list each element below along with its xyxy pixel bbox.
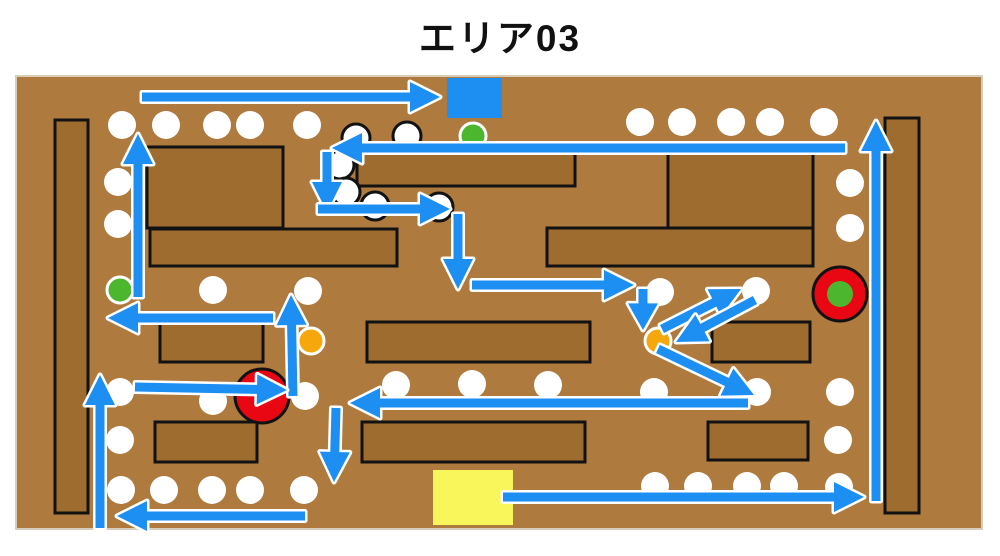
white-dot [824,426,852,454]
route-arrow [653,342,757,399]
wall [148,227,399,268]
white-dot [293,111,321,139]
route-arrow [114,498,308,534]
white-dot [236,111,264,139]
wall [545,226,815,268]
wall [710,320,812,364]
white-dot [668,108,696,136]
white-dot [626,108,654,136]
route-arrow [139,79,443,115]
white-dot [646,278,674,306]
route-arrow [500,479,867,515]
blue-square-marker [447,78,502,118]
white-dot [836,214,864,242]
route-arrow [120,131,156,300]
orange-dot [296,326,326,356]
white-dot [810,108,838,136]
white-dot [756,108,784,136]
route-arrow [657,286,744,336]
white-dot [152,111,180,139]
green-dot [105,275,135,305]
wall [365,320,592,364]
wall [883,116,921,515]
page-title: エリア03 [418,18,582,59]
route-arrow [309,149,345,215]
route-arrow [82,372,118,531]
route-arrow [105,300,276,336]
wall [158,321,265,364]
route-arrow [315,191,453,227]
wall [53,118,90,515]
wall [706,420,810,462]
white-dot [826,378,854,406]
target-inner-green [827,281,853,307]
white-dot [198,476,226,504]
route-arrow [469,267,637,303]
white-dot [108,111,136,139]
wall [153,420,259,464]
white-dot [458,370,486,398]
route-arrow [132,371,290,407]
white-dot [107,476,135,504]
route-arrow [274,292,310,399]
white-dot [203,111,231,139]
yellow-zone-marker [433,470,513,525]
wall [666,151,815,232]
white-dot [104,168,132,196]
white-dot [104,210,132,238]
white-dot [150,476,178,504]
route-arrow [625,286,661,333]
white-dot [717,108,745,136]
white-dot [106,426,134,454]
route-arrow [440,211,476,292]
route-arrow [673,293,760,345]
white-dot [236,476,264,504]
white-dot [382,371,410,399]
white-dot [290,476,318,504]
route-arrow [329,130,848,166]
white-dot [199,276,227,304]
route-arrow [347,385,751,421]
white-dot [534,371,562,399]
route-arrow [317,405,353,485]
wall [145,145,285,230]
white-dot [294,277,322,305]
route-arrow [858,118,894,504]
wall [360,420,587,464]
wall [355,150,577,188]
white-dot [836,169,864,197]
